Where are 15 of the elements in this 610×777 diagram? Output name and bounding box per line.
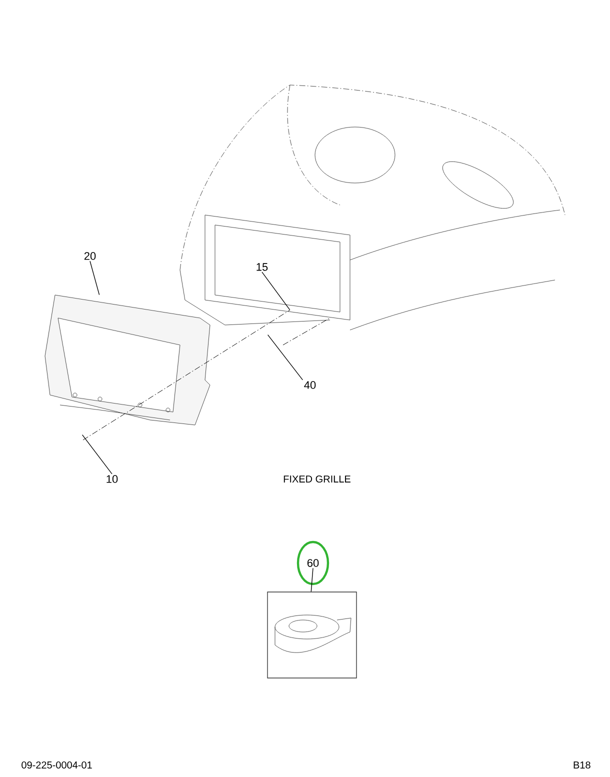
callout-number: 20: [84, 252, 96, 260]
grille-drawing: [44, 294, 210, 426]
figure-title: FIXED GRILLE: [284, 475, 350, 483]
callout-number: 40: [304, 381, 316, 389]
drawing-number: 09-225-0004-01: [22, 761, 92, 769]
page-number: B18: [574, 761, 590, 769]
leader-line: [267, 334, 304, 380]
hood-drawing: [180, 84, 566, 330]
leader-line: [310, 568, 314, 592]
leader-line: [262, 272, 290, 310]
tape-roll-drawing: [267, 592, 357, 678]
callout-ring: 60: [296, 540, 330, 586]
leader-line: [82, 434, 112, 474]
callout-number: 10: [106, 475, 118, 483]
leader-line: [90, 260, 100, 296]
